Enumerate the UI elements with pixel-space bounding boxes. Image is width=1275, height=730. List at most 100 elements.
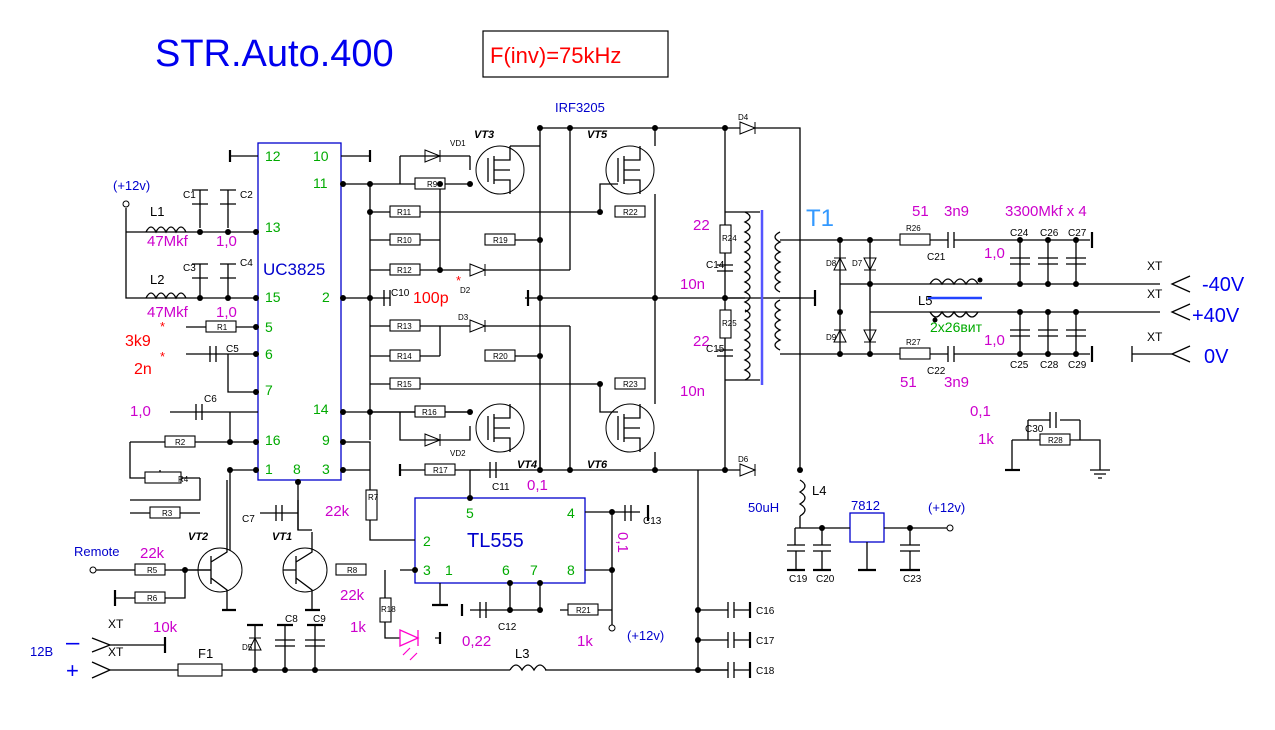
uc3825-chip bbox=[257, 142, 342, 481]
pin-3: 3 bbox=[322, 461, 330, 477]
mosfet-vt5 bbox=[605, 145, 655, 195]
svg-text:C5: C5 bbox=[226, 344, 239, 355]
pin-13: 13 bbox=[265, 219, 281, 235]
pin-7: 7 bbox=[265, 382, 273, 398]
frequency-label: F(inv)=75kHz bbox=[490, 43, 621, 68]
svg-text:C7: C7 bbox=[242, 514, 255, 525]
svg-text:R15: R15 bbox=[397, 380, 412, 389]
mosfet-vt4 bbox=[475, 403, 525, 453]
svg-text:L3: L3 bbox=[515, 646, 529, 661]
svg-text:R6: R6 bbox=[147, 594, 158, 603]
svg-text:R2: R2 bbox=[175, 438, 186, 447]
resistor-r1 bbox=[205, 320, 237, 333]
svg-text:D2: D2 bbox=[460, 286, 471, 295]
label-xt-out-3: XT bbox=[1147, 330, 1163, 344]
plus12-terminal-555 bbox=[608, 624, 616, 632]
mosfet-part-label: IRF3205 bbox=[555, 100, 605, 115]
val-c13: 0,1 bbox=[614, 532, 631, 553]
svg-text:C14: C14 bbox=[706, 260, 725, 271]
val-c2: 1,0 bbox=[216, 233, 237, 250]
svg-text:VD1: VD1 bbox=[450, 139, 466, 148]
svg-text:C17: C17 bbox=[756, 636, 775, 647]
svg-text:C1: C1 bbox=[183, 190, 196, 201]
svg-text:R26: R26 bbox=[906, 224, 921, 233]
tl-pin-1: 1 bbox=[445, 562, 453, 578]
label-12v-input: 12В bbox=[30, 644, 53, 659]
diode-d4 bbox=[739, 121, 757, 135]
resistor-r9 bbox=[414, 177, 446, 190]
svg-text:R5: R5 bbox=[147, 566, 158, 575]
val-c5: 2n bbox=[134, 361, 152, 378]
tl555-grounds bbox=[398, 464, 650, 644]
pin-2: 2 bbox=[322, 289, 330, 305]
label-vt4: VT4 bbox=[517, 459, 537, 471]
svg-text:R4: R4 bbox=[178, 475, 189, 484]
output-capacitors bbox=[1010, 237, 1086, 357]
transistor-vt1 bbox=[282, 500, 328, 610]
svg-text:C29: C29 bbox=[1068, 360, 1087, 371]
val-c15: 10n bbox=[680, 383, 705, 400]
frequency-box bbox=[482, 30, 669, 78]
val-r25: 22 bbox=[693, 333, 710, 350]
svg-text:R11: R11 bbox=[397, 208, 412, 217]
tl-pin-6: 6 bbox=[502, 562, 510, 578]
remote-terminal[interactable] bbox=[89, 566, 97, 574]
svg-text:F1: F1 bbox=[198, 646, 213, 661]
val-l4: 50uH bbox=[748, 500, 779, 515]
resistor-r13 bbox=[389, 319, 421, 332]
capacitor-c6 bbox=[195, 404, 203, 420]
pin-8: 8 bbox=[293, 461, 301, 477]
inductor-l5 bbox=[928, 277, 983, 323]
val-r26: 51 bbox=[912, 203, 929, 220]
pin-10: 10 bbox=[313, 148, 329, 164]
resistor-r20 bbox=[484, 349, 516, 362]
label-out-plus40: +40V bbox=[1192, 305, 1240, 327]
resistor-r10 bbox=[389, 233, 421, 246]
pin-11: 11 bbox=[313, 175, 328, 191]
resistor-r25 bbox=[719, 309, 732, 339]
led-light-arrows bbox=[402, 647, 418, 661]
svg-text:C8: C8 bbox=[285, 614, 298, 625]
svg-text:C18: C18 bbox=[756, 666, 775, 677]
label-xt-out-2: XT bbox=[1147, 287, 1163, 301]
val-c10: 100p bbox=[413, 290, 449, 307]
uc3825-label: UC3825 bbox=[263, 260, 325, 279]
svg-text:R18: R18 bbox=[381, 605, 396, 614]
svg-text:*: * bbox=[456, 273, 461, 288]
label-xt-input-1: XT bbox=[108, 617, 124, 631]
svg-text:R14: R14 bbox=[397, 352, 412, 361]
svg-text:C23: C23 bbox=[903, 574, 922, 585]
resistor-r21 bbox=[567, 603, 599, 616]
svg-text:R28: R28 bbox=[1048, 436, 1063, 445]
val-r28: 1k bbox=[978, 431, 994, 448]
label-vt2: VT2 bbox=[188, 531, 208, 543]
pin-6: 6 bbox=[265, 346, 273, 362]
label-xt-out-1: XT bbox=[1147, 259, 1163, 273]
svg-text:D7: D7 bbox=[852, 259, 863, 268]
val-r27: 51 bbox=[900, 374, 917, 391]
svg-text:C21: C21 bbox=[927, 252, 946, 263]
label-out-minus40: -40V bbox=[1202, 274, 1245, 296]
capacitor-c5 bbox=[209, 346, 217, 362]
resistor-r15 bbox=[389, 377, 421, 390]
svg-text:L2: L2 bbox=[150, 272, 164, 287]
label-out-0v: 0V bbox=[1204, 346, 1229, 368]
svg-text:D3: D3 bbox=[458, 313, 469, 322]
pin-1: 1 bbox=[265, 461, 273, 477]
svg-text:R19: R19 bbox=[493, 236, 508, 245]
capacitor-c22 bbox=[930, 346, 1090, 362]
svg-text:C24: C24 bbox=[1010, 228, 1029, 239]
label-vt5: VT5 bbox=[587, 129, 608, 141]
inductor-l4 bbox=[798, 479, 806, 517]
svg-text:C13: C13 bbox=[643, 516, 662, 527]
resistor-r27 bbox=[899, 347, 931, 360]
label-minus: – bbox=[66, 629, 80, 656]
svg-text:D4: D4 bbox=[738, 113, 749, 122]
resistor-r18 bbox=[379, 597, 392, 623]
plus12-terminal-left bbox=[122, 200, 130, 208]
pin-12: 12 bbox=[265, 148, 281, 164]
tl-pin-5: 5 bbox=[466, 505, 474, 521]
val-r24: 22 bbox=[693, 217, 710, 234]
svg-text:R7: R7 bbox=[368, 493, 379, 502]
svg-text:C11: C11 bbox=[492, 482, 510, 493]
